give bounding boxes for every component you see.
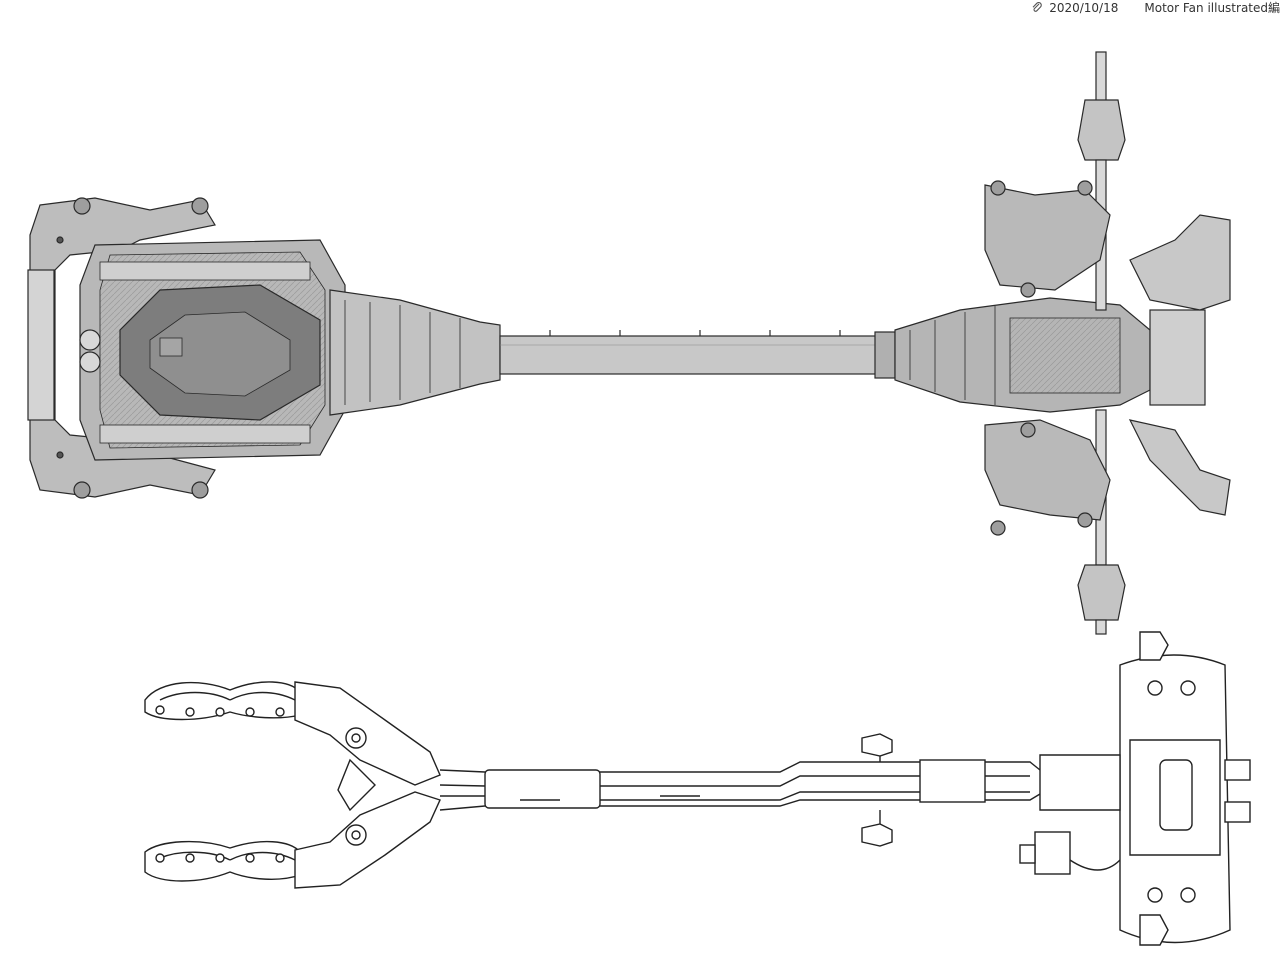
rear-muffler [1119, 631, 1251, 946]
mid-pipes [439, 759, 1041, 811]
front-subframe [27, 197, 216, 499]
credit-date: 2020/10/18 [1049, 1, 1119, 15]
exhaust-system [144, 631, 1251, 946]
torque-tube-front-coupling [329, 289, 501, 416]
credit-source: Motor Fan illustrated編 [1144, 1, 1280, 15]
rear-upright-left [984, 180, 1231, 311]
rear-transaxle [894, 297, 1206, 413]
drivetrain-assembly [27, 51, 1231, 635]
torque-tube [499, 330, 896, 379]
muffler-inlet-joint [1039, 754, 1121, 811]
y-pipe-joint [337, 758, 376, 812]
engine-block [79, 239, 346, 461]
hanger-bracket-lower [861, 810, 893, 847]
exhaust-valve-actuator [1019, 831, 1121, 875]
hanger-bracket-upper [861, 733, 893, 762]
catalytic-converter-upper [294, 681, 441, 786]
image-credit: 2020/10/18 Motor Fan illustrated編 [1031, 0, 1280, 16]
paperclip-icon [1032, 2, 1042, 12]
catalytic-converter-lower [294, 791, 441, 889]
exhaust-manifold-lower [144, 840, 301, 882]
exhaust-manifold-upper [144, 681, 301, 721]
rear-upright-right [984, 419, 1231, 536]
